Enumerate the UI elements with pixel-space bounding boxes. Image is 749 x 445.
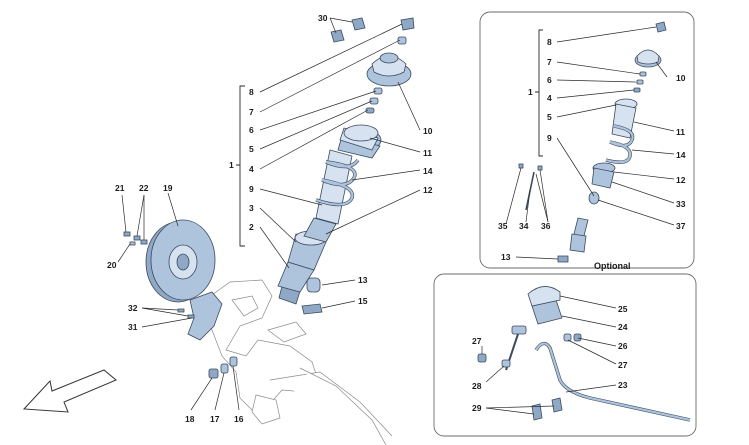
optional-parts-box: 8 7 6 1 4 5 9 10 11 14 12 33 35 34 36 37… — [479, 11, 695, 271]
main-assembly: 30 8 7 6 5 4 1 9 3 2 10 11 14 12 13 15 2… — [22, 13, 433, 445]
label-9: 9 — [249, 184, 254, 194]
label-3: 3 — [249, 203, 254, 213]
brake-shield — [187, 291, 223, 341]
label-16: 16 — [234, 414, 244, 424]
label-15: 15 — [358, 296, 368, 306]
opt-label-4: 4 — [547, 93, 552, 103]
label-19: 19 — [163, 183, 173, 193]
label-13: 13 — [358, 275, 368, 285]
main-leader-lines — [117, 17, 421, 411]
opt-label-37: 37 — [676, 221, 686, 231]
optional-caption: Optional — [594, 261, 631, 271]
front-direction-arrow-icon — [22, 369, 117, 413]
stab-label-27a: 27 — [472, 336, 482, 346]
shock-absorber — [277, 124, 382, 305]
label-10: 10 — [423, 126, 433, 136]
label-5: 5 — [249, 144, 254, 154]
stab-label-27b: 27 — [618, 360, 628, 370]
label-18: 18 — [185, 414, 195, 424]
bolt — [301, 303, 323, 315]
label-20: 20 — [107, 260, 117, 270]
opt-label-14: 14 — [676, 150, 686, 160]
upright-and-lower-arm — [204, 279, 393, 445]
stab-label-24: 24 — [618, 322, 628, 332]
mount-small-parts — [365, 17, 415, 114]
opt-label-35: 35 — [498, 221, 508, 231]
label-6: 6 — [249, 125, 254, 135]
stab-label-26: 26 — [618, 341, 628, 351]
coil-spring — [315, 158, 360, 207]
opt-label-13: 13 — [501, 252, 511, 262]
label-14: 14 — [423, 166, 433, 176]
label-2: 2 — [249, 222, 254, 232]
label-12: 12 — [423, 185, 433, 195]
label-11: 11 — [423, 148, 432, 158]
opt-label-9: 9 — [547, 133, 552, 143]
label-22: 22 — [139, 183, 149, 193]
stab-label-29: 29 — [472, 403, 482, 413]
opt-label-11: 11 — [676, 127, 685, 137]
bump-stop — [306, 277, 321, 293]
label-7: 7 — [249, 107, 254, 117]
label-4: 4 — [249, 164, 254, 174]
opt-label-12: 12 — [676, 175, 686, 185]
opt-label-8: 8 — [547, 37, 552, 47]
opt-label-6: 6 — [547, 75, 552, 85]
stab-label-25: 25 — [618, 304, 628, 314]
opt-label-33: 33 — [676, 199, 686, 209]
stab-label-23: 23 — [618, 380, 628, 390]
stab-label-28: 28 — [472, 381, 482, 391]
group-1-bracket — [236, 85, 245, 247]
opt-label-7: 7 — [547, 57, 552, 67]
label-21: 21 — [115, 183, 125, 193]
opt-label-36: 36 — [541, 221, 551, 231]
label-32: 32 — [128, 303, 138, 313]
label-1: 1 — [229, 160, 234, 170]
opt-label-10: 10 — [676, 73, 686, 83]
brake-disc — [145, 219, 216, 303]
top-mount — [366, 52, 412, 87]
label-31: 31 — [128, 322, 138, 332]
opt-label-1: 1 — [528, 87, 533, 97]
disc-screws — [123, 231, 148, 246]
shield-screws — [177, 308, 195, 319]
stabilizer-bar-box: 25 24 26 27 23 27 28 29 — [433, 273, 697, 437]
label-30: 30 — [318, 13, 328, 23]
label-8: 8 — [249, 87, 254, 97]
bolts — [330, 17, 366, 43]
opt-label-5: 5 — [547, 112, 552, 122]
label-17: 17 — [210, 414, 220, 424]
hub-nuts — [208, 356, 238, 379]
opt-label-34: 34 — [519, 221, 529, 231]
